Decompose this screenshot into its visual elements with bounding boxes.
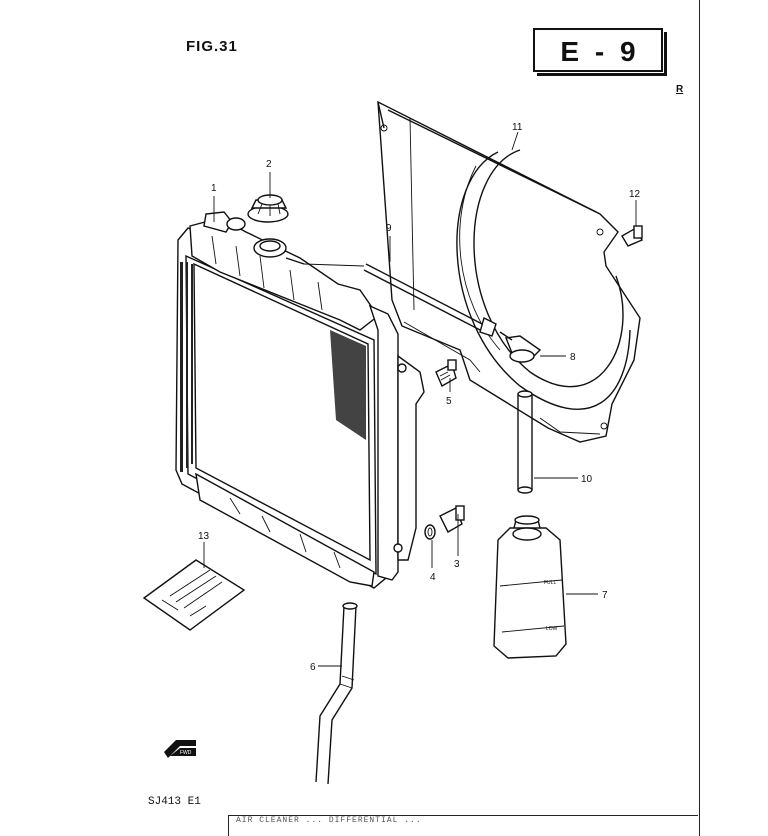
- radiator-fins-left: [180, 262, 193, 472]
- page-edge-rule: [699, 0, 700, 836]
- front-arrow-label: FWD: [180, 750, 192, 756]
- bottom-strip-text: AIR CLEANER ... DIFFERENTIAL ...: [236, 816, 422, 825]
- model-code: SJ413 E1: [148, 796, 201, 808]
- figure-title: FIG.31: [186, 38, 238, 55]
- radiator: [175, 211, 425, 589]
- corner-mark: R: [676, 84, 684, 95]
- fan-shroud: [377, 100, 641, 443]
- leader-lines: [203, 131, 637, 667]
- callout-10: 10: [581, 474, 593, 485]
- figure-code: E - 9: [560, 36, 640, 67]
- code-box-shadow: [537, 32, 667, 76]
- radiator-cap: [247, 194, 289, 223]
- callout-6: 6: [310, 662, 316, 673]
- callout-5: 5: [446, 396, 452, 407]
- bottom-strip: [228, 815, 698, 836]
- figure-code-box: E - 9: [533, 28, 663, 72]
- callout-13: 13: [198, 531, 210, 542]
- callout-12: 12: [629, 189, 641, 200]
- callout-1: 1: [211, 183, 217, 194]
- reservoir-full-mark: FULL: [544, 580, 556, 586]
- front-arrow-icon: FWD: [164, 740, 196, 758]
- reservoir-low-mark: LOW: [546, 626, 558, 632]
- callout-11: 11: [512, 122, 523, 133]
- lower-hose: [315, 602, 358, 785]
- reservoir-hose: [517, 390, 533, 494]
- overflow-hose: [303, 263, 497, 337]
- radiator-fins-right: [330, 330, 366, 440]
- callout-numbers: 1 2 3 4 5 6 7 8 9 10 11 12 13: [198, 122, 641, 673]
- callout-4: 4: [430, 572, 436, 583]
- callout-9: 9: [386, 223, 392, 234]
- callout-7: 7: [602, 590, 608, 601]
- washer: [424, 524, 436, 540]
- caution-plate: [142, 559, 246, 631]
- bolt-5: [435, 359, 457, 387]
- hose-fitting: [499, 331, 542, 363]
- callout-3: 3: [454, 559, 460, 570]
- reservoir-tank: FULL LOW: [493, 515, 567, 659]
- bolt-12: [621, 225, 643, 247]
- callout-8: 8: [570, 352, 576, 363]
- callout-2: 2: [266, 159, 272, 170]
- drain-plug: [439, 505, 465, 533]
